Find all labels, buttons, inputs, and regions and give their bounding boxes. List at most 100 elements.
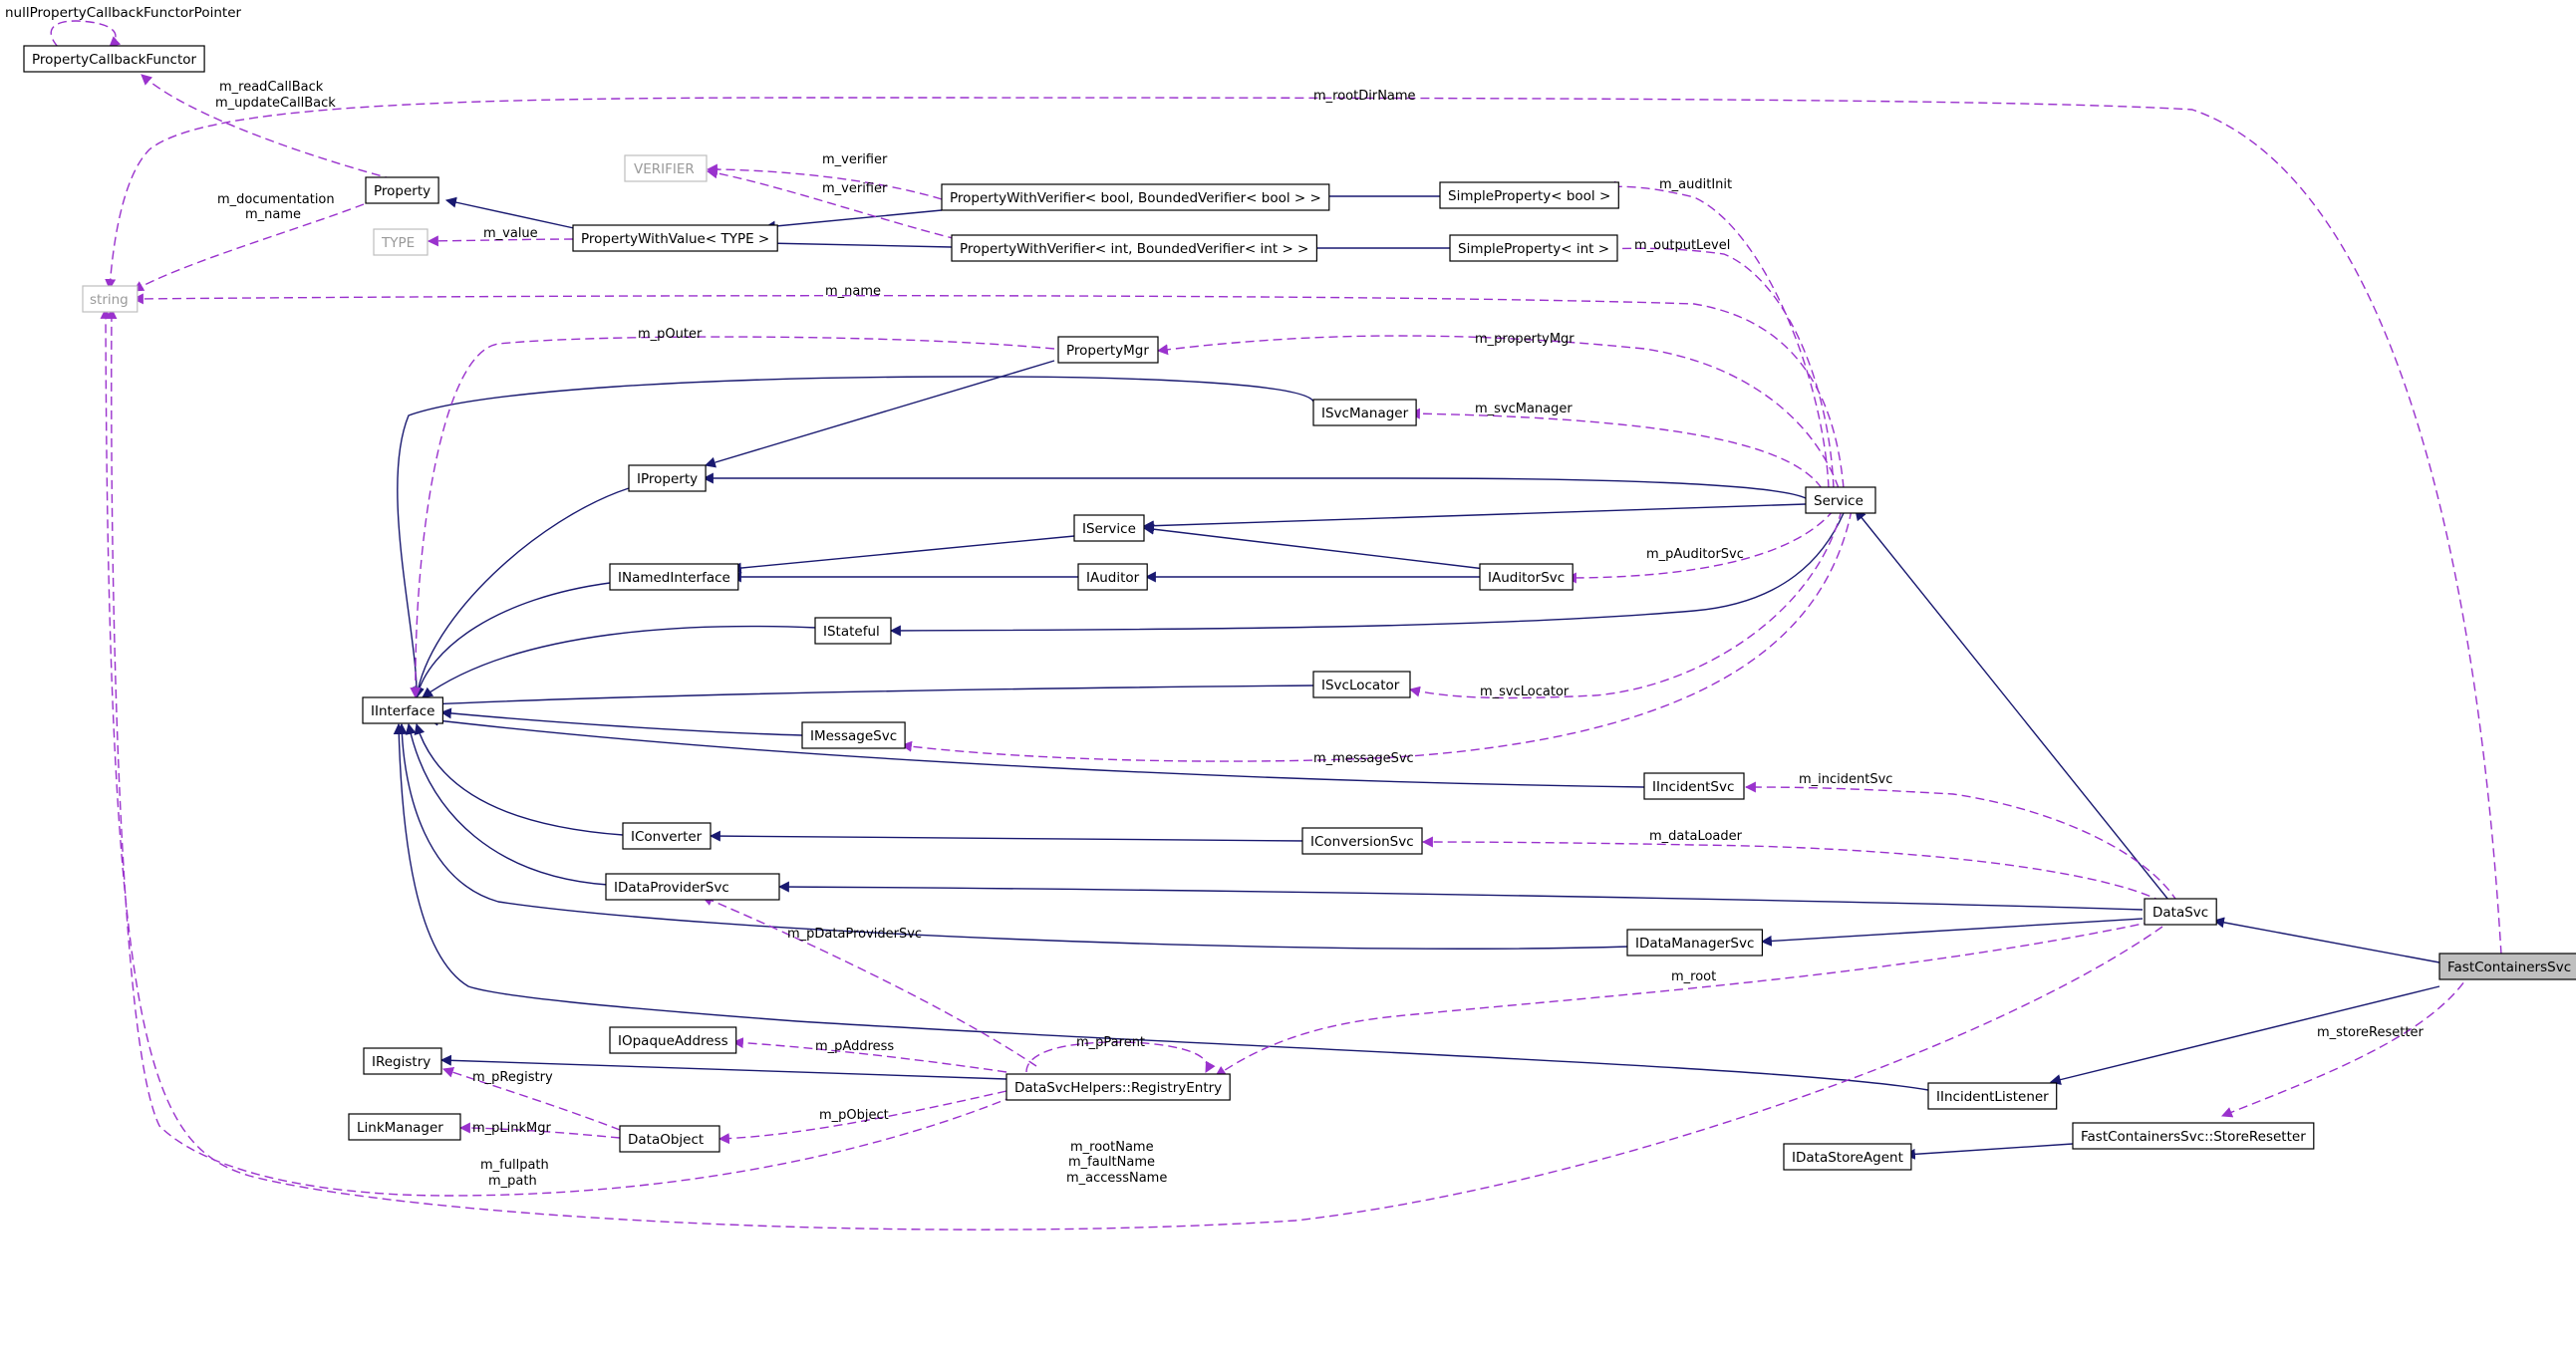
svg-text:string: string bbox=[90, 292, 129, 308]
edge-regentry-to-dataobject bbox=[717, 1090, 1007, 1145]
node-iauditor[interactable]: INamedInterface IAuditor bbox=[1077, 563, 1148, 591]
node-simple-property-bool[interactable]: SimpleProperty< bool > bbox=[1439, 181, 1619, 209]
node-type[interactable]: TYPE bbox=[373, 228, 429, 256]
edge-fcs-to-datasvc bbox=[2212, 917, 2440, 963]
node-link-manager[interactable]: LinkManager bbox=[348, 1113, 461, 1141]
svg-text:FastContainersSvc: FastContainersSvc bbox=[2447, 959, 2571, 975]
svg-text:INamedInterface: INamedInterface bbox=[618, 570, 730, 586]
node-property-with-verifier-int[interactable]: PropertyWithVerifier< int, BoundedVerifi… bbox=[951, 234, 1317, 262]
label-pdataprovidersvc: m_pDataProviderSvc bbox=[787, 927, 922, 942]
node-data-svc[interactable]: DataSvc bbox=[2144, 898, 2217, 926]
svg-text:IDataStoreAgent: IDataStoreAgent bbox=[1792, 1150, 1903, 1166]
edge-property-to-string bbox=[133, 203, 365, 292]
node-simple-property-int[interactable]: SimpleProperty< int > bbox=[1449, 234, 1618, 262]
edge-datasvc-to-idms bbox=[1760, 918, 2144, 947]
svg-text:PropertyWithValue< TYPE >: PropertyWithValue< TYPE > bbox=[581, 231, 769, 247]
svg-text:IOpaqueAddress: IOpaqueAddress bbox=[618, 1033, 728, 1049]
svg-text:IAuditor: IAuditor bbox=[1086, 570, 1140, 586]
svg-text:PropertyMgr: PropertyMgr bbox=[1066, 343, 1149, 359]
node-iconverter[interactable]: IConverter bbox=[622, 822, 712, 850]
node-fcs-store-resetter[interactable]: FastContainersSvc::StoreResetter bbox=[2072, 1122, 2315, 1150]
node-isvc-manager[interactable]: ISvcManager bbox=[1312, 399, 1417, 426]
node-iincident-listener[interactable]: IIncidentListener bbox=[1927, 1082, 2058, 1110]
label-incidentsvc: m_incidentSvc bbox=[1799, 772, 1892, 787]
edge-datasvc-to-iconvsvc bbox=[1421, 836, 2163, 903]
svg-text:ISvcManager: ISvcManager bbox=[1321, 406, 1409, 421]
label-paddress: m_pAddress bbox=[815, 1039, 894, 1054]
edge-datasvc-to-regentry bbox=[1215, 921, 2153, 1077]
edge-iconverter-to-iinterface bbox=[414, 722, 624, 836]
node-idata-provider-svc[interactable]: IDataProviderSvc bbox=[605, 873, 780, 901]
node-data-object[interactable]: DataObject bbox=[619, 1125, 720, 1153]
label-verifier1: m_verifier bbox=[822, 152, 888, 167]
node-string[interactable]: string bbox=[82, 285, 139, 313]
edge-service-to-iproperty bbox=[702, 472, 1807, 499]
nodes: nullPropertyCallbackFunctorPointer Prope… bbox=[5, 5, 2576, 1171]
label-readcb: m_readCallBack bbox=[219, 80, 324, 95]
node-iregistry[interactable]: IRegistry bbox=[363, 1047, 442, 1075]
node-iproperty[interactable]: IProperty bbox=[628, 464, 707, 492]
label-svclocator: m_svcLocator bbox=[1480, 684, 1570, 699]
node-fast-containers-svc[interactable]: FastContainersSvc bbox=[2438, 953, 2576, 980]
node-service[interactable]: Service bbox=[1805, 486, 1876, 514]
edge-datasvc-to-string bbox=[100, 307, 2163, 1231]
label-pobject: m_pObject bbox=[819, 1108, 889, 1123]
edge-dataobject-to-linkmgr bbox=[458, 1122, 621, 1139]
label-fullpath: m_fullpath bbox=[480, 1158, 549, 1173]
edge-regentry-to-string bbox=[106, 307, 1027, 1197]
label-updatecb: m_updateCallBack bbox=[215, 96, 336, 111]
node-iservice[interactable]: IService bbox=[1073, 514, 1145, 542]
edge-propmgr-to-iproperty bbox=[704, 360, 1055, 468]
edge-idps-to-iinterface bbox=[405, 722, 609, 886]
svg-text:TYPE: TYPE bbox=[381, 235, 415, 251]
edge-iconvsvc-to-iconverter bbox=[709, 830, 1306, 842]
label-root: m_root bbox=[1671, 969, 1716, 984]
node-iincident-svc[interactable]: IIncidentSvc bbox=[1643, 772, 1745, 800]
node-inamed-interface[interactable]: INamedInterface bbox=[609, 563, 739, 591]
edge-propmgr-to-iinterface bbox=[410, 336, 1055, 699]
node-property-mgr[interactable]: PropertyMgr bbox=[1057, 336, 1159, 364]
label-rootdirname: m_rootDirName bbox=[1313, 89, 1416, 104]
node-imessage-svc[interactable]: IMessageSvc bbox=[801, 721, 906, 749]
svg-text:IIncidentListener: IIncidentListener bbox=[1936, 1089, 2049, 1105]
node-property-with-verifier-bool[interactable]: PropertyWithVerifier< bool, BoundedVerif… bbox=[941, 183, 1330, 211]
edge-iproperty-to-iinterface bbox=[413, 487, 630, 699]
node-idata-store-agent[interactable]: IDataStoreAgent bbox=[1783, 1143, 1912, 1171]
edge-istateful-to-iinterface bbox=[422, 625, 818, 698]
label-value: m_value bbox=[483, 226, 538, 241]
node-idata-manager-svc[interactable]: IDataManagerSvc bbox=[1626, 929, 1763, 957]
edge-regentry-self bbox=[1025, 1041, 1216, 1073]
node-property[interactable]: Property bbox=[365, 176, 439, 204]
node-registry-entry[interactable]: DataSvcHelpers::RegistryEntry bbox=[1005, 1073, 1231, 1101]
svg-text:IConversionSvc: IConversionSvc bbox=[1310, 834, 1414, 850]
label-pouter: m_pOuter bbox=[638, 327, 703, 342]
edge-dataobject-to-iregistry bbox=[441, 1067, 621, 1131]
svg-text:IStateful: IStateful bbox=[823, 624, 880, 640]
node-iconversion-svc[interactable]: IConversionSvc bbox=[1301, 827, 1423, 855]
edge-isvcloc-to-iinterface bbox=[427, 684, 1316, 710]
label-path: m_path bbox=[488, 1174, 537, 1189]
edge-regentry-to-iopaque bbox=[731, 1037, 1007, 1073]
node-iauditor-svc[interactable]: IAuditorSvc bbox=[1479, 563, 1574, 591]
node-verifier[interactable]: VERIFIER bbox=[624, 154, 708, 182]
edge-service-to-iservice bbox=[1142, 503, 1807, 532]
edge-property-to-propcb bbox=[141, 74, 395, 180]
edge-pwv-to-type bbox=[427, 235, 574, 247]
svg-text:IInterface: IInterface bbox=[371, 703, 434, 719]
node-isvc-locator[interactable]: ISvcLocator bbox=[1312, 671, 1411, 698]
node-iinterface[interactable]: IInterface bbox=[362, 696, 444, 724]
node-property-with-value[interactable]: PropertyWithValue< TYPE > bbox=[572, 224, 778, 252]
edge-fcs-to-fcsreset bbox=[2220, 970, 2472, 1118]
label-accessname: m_accessName bbox=[1066, 1171, 1167, 1186]
label-name2: m_name bbox=[825, 284, 881, 299]
svg-text:DataSvcHelpers::RegistryEntry: DataSvcHelpers::RegistryEntry bbox=[1014, 1080, 1222, 1096]
svg-text:LinkManager: LinkManager bbox=[357, 1120, 443, 1136]
node-property-callback-functor[interactable]: PropertyCallbackFunctor bbox=[23, 45, 205, 73]
edge-service-to-propmgr bbox=[1156, 335, 1840, 489]
node-iopaque-address[interactable]: IOpaqueAddress bbox=[609, 1026, 737, 1054]
svg-text:IIncidentSvc: IIncidentSvc bbox=[1652, 779, 1734, 795]
edge-datasvc-to-service bbox=[1855, 509, 2173, 906]
label-documentation: m_documentation bbox=[217, 192, 335, 207]
node-istateful[interactable]: IStateful bbox=[814, 617, 892, 645]
